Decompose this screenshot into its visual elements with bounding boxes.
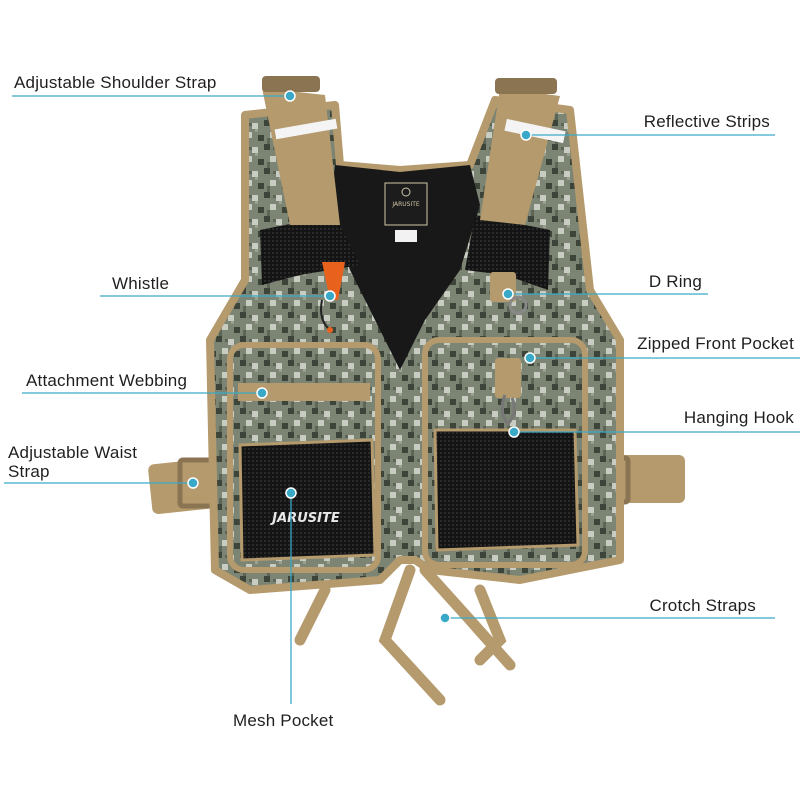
callout-dot-whistle [324, 290, 336, 302]
label-hanging-hook: Hanging Hook [683, 408, 794, 427]
callout-lines [4, 95, 800, 704]
label-zipped-front-pocket: Zipped Front Pocket [637, 334, 794, 353]
label-crotch-straps: Crotch Straps [649, 596, 756, 615]
label-mesh-pocket: Mesh Pocket [233, 711, 334, 730]
callout-dot-d-ring [502, 288, 514, 300]
right-pocket-illustration [422, 272, 588, 568]
callout-dot-attachment-webbing [256, 387, 268, 399]
left-pocket-illustration: JARUSITE [227, 342, 381, 573]
callout-dot-hanging-hook [508, 426, 520, 438]
label-whistle: Whistle [112, 274, 170, 293]
label-d-ring: D Ring [648, 272, 702, 291]
chest-tag-brand: JARUSITE [391, 201, 420, 208]
label-reflective-strips: Reflective Strips [643, 112, 770, 131]
callout-dot-adjustable-shoulder-strap [284, 90, 296, 102]
shoulder-straps-illustration [262, 76, 566, 225]
crotch-straps-illustration [294, 564, 516, 706]
callout-dots [187, 90, 536, 624]
whistle-illustration [320, 262, 345, 333]
label-adjustable-shoulder-strap: Adjustable Shoulder Strap [14, 73, 217, 92]
callout-dot-adjustable-waist-strap [187, 477, 199, 489]
label-attachment-webbing: Attachment Webbing [26, 371, 188, 390]
callout-dot-reflective-strips [520, 129, 532, 141]
pocket-brand: JARUSITE [269, 511, 340, 526]
callout-dot-crotch-straps [439, 612, 451, 624]
callout-dot-mesh-pocket [285, 487, 297, 499]
callout-dot-zipped-front-pocket [524, 352, 536, 364]
label-adjustable-waist-strap: Adjustable Waist Strap [8, 443, 138, 481]
